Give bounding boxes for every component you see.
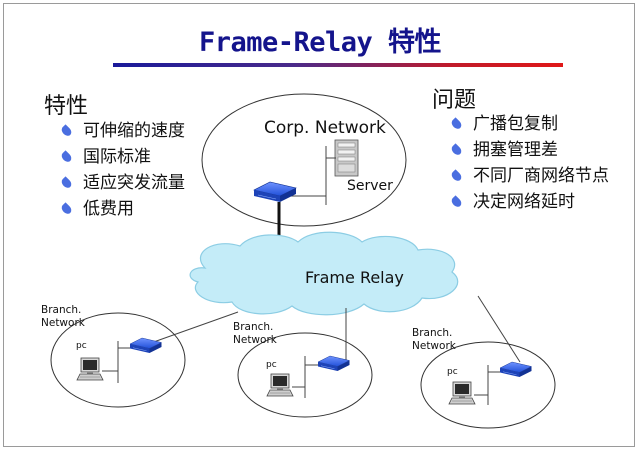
branch-3-pc-icon bbox=[448, 381, 476, 405]
branch-3-router-icon bbox=[499, 361, 532, 378]
issue-text: 决定网络延时 bbox=[473, 192, 575, 212]
branch-2-ellipse bbox=[237, 332, 373, 418]
frame-relay-cloud bbox=[189, 231, 459, 316]
server-icon bbox=[334, 139, 359, 177]
branch-2-router-icon bbox=[317, 355, 350, 372]
corp-router-icon bbox=[253, 181, 297, 203]
feature-text: 可伸缩的速度 bbox=[83, 121, 185, 141]
issue-text: 广播包复制 bbox=[473, 114, 558, 134]
features-list: 可伸缩的速度 国际标准 适应突发流量 低费用 bbox=[59, 118, 185, 222]
branch-network-2: Branch. Network pc bbox=[233, 321, 373, 418]
feature-item: 可伸缩的速度 bbox=[59, 118, 185, 144]
branch-network-1: Branch. Network pc bbox=[41, 304, 186, 408]
branch-3-pc-label: pc bbox=[447, 367, 458, 377]
branch-1-pc-icon bbox=[76, 357, 104, 381]
issue-item: 拥塞管理差 bbox=[449, 137, 609, 163]
issue-text: 不同厂商网络节点 bbox=[473, 166, 609, 186]
server-label: Server bbox=[347, 178, 393, 194]
feature-text: 国际标准 bbox=[83, 147, 151, 167]
branch-3-label-line2: Network bbox=[412, 340, 457, 352]
branch-1-label-line1: Branch. bbox=[41, 304, 81, 316]
branch-1-label-line2: Network bbox=[41, 317, 86, 329]
branch-1-router-icon bbox=[129, 337, 162, 354]
branch-3-link-line bbox=[477, 295, 521, 363]
issue-item: 不同厂商网络节点 bbox=[449, 163, 609, 189]
title-underline bbox=[113, 63, 563, 67]
branch-3-label-line1: Branch. bbox=[412, 327, 452, 339]
slide-title: Frame-Relay 特性 bbox=[198, 27, 442, 58]
issue-item: 决定网络延时 bbox=[449, 189, 609, 215]
branch-2-pc-icon bbox=[266, 373, 294, 397]
branch-1-ellipse bbox=[50, 312, 186, 408]
feature-item: 适应突发流量 bbox=[59, 170, 185, 196]
feature-item: 低费用 bbox=[59, 196, 185, 222]
branch-2-label-line2: Network bbox=[233, 334, 278, 346]
feature-text: 适应突发流量 bbox=[83, 173, 185, 193]
slide-frame bbox=[3, 3, 635, 447]
feature-text: 低费用 bbox=[83, 199, 134, 219]
issue-item: 广播包复制 bbox=[449, 111, 609, 137]
issues-list: 广播包复制 拥塞管理差 不同厂商网络节点 决定网络延时 bbox=[449, 111, 609, 215]
corp-network-ellipse bbox=[201, 93, 407, 227]
branch-2-label-line1: Branch. bbox=[233, 321, 273, 333]
issue-text: 拥塞管理差 bbox=[473, 140, 558, 160]
branch-1-link-line bbox=[147, 311, 239, 345]
branch-network-3: Branch. Network pc bbox=[412, 327, 556, 429]
branch-2-pc-label: pc bbox=[266, 360, 277, 370]
issues-heading: 问题 bbox=[432, 88, 477, 113]
branch-3-ellipse bbox=[420, 341, 556, 429]
corp-network-label: Corp. Network bbox=[264, 118, 386, 138]
branch-1-pc-label: pc bbox=[76, 341, 87, 351]
feature-item: 国际标准 bbox=[59, 144, 185, 170]
frame-relay-label: Frame Relay bbox=[305, 268, 404, 287]
features-heading: 特性 bbox=[44, 94, 89, 119]
